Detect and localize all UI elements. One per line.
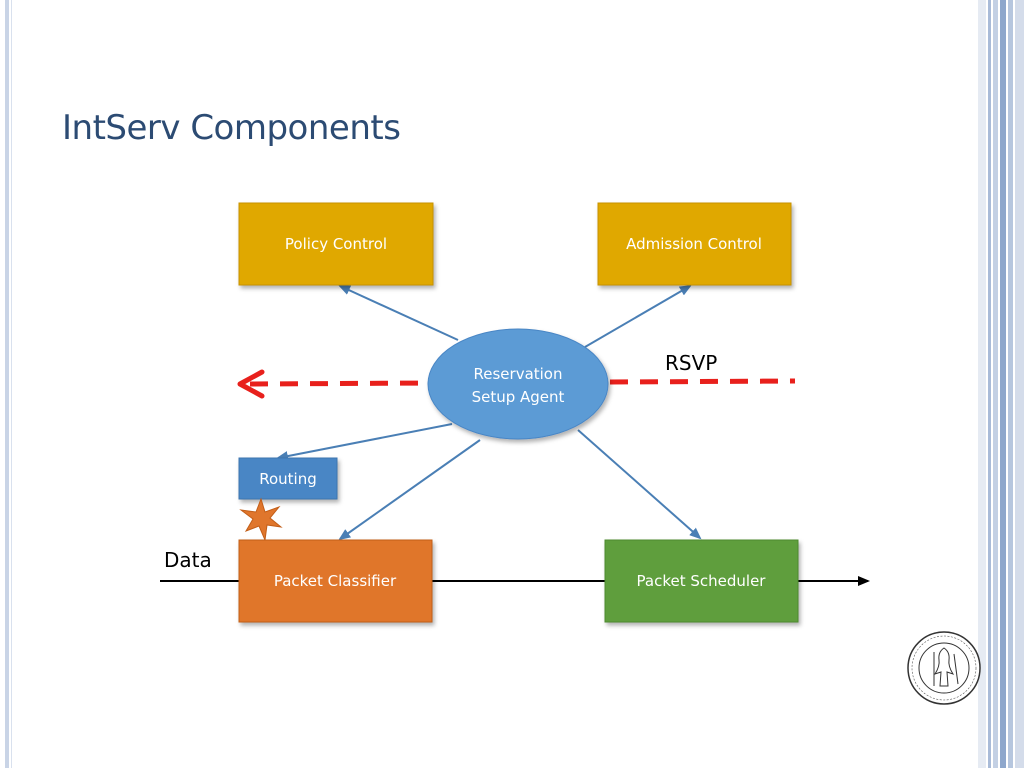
left-border-rule	[5, 0, 9, 768]
right-border-stripe	[1008, 0, 1013, 768]
policy-control-label: Policy Control	[285, 235, 387, 253]
university-of-oslo-seal	[907, 631, 981, 705]
slide-title: IntServ Components	[62, 108, 401, 148]
right-border-stripe	[988, 0, 991, 768]
arrow-to-routing	[276, 423, 453, 461]
packet-scheduler-label: Packet Scheduler	[637, 572, 767, 590]
admission-control-label: Admission Control	[626, 235, 762, 253]
arrow-to-packet-scheduler	[577, 429, 702, 540]
right-border-stripe	[1015, 0, 1024, 768]
star-burst-icon	[239, 497, 283, 542]
right-border-stripe	[993, 0, 998, 768]
reservation-setup-agent-node: Reservation Setup Agent	[427, 328, 609, 440]
packet-scheduler-node: Packet Scheduler	[604, 539, 799, 623]
arrow-to-admission-control	[584, 284, 692, 348]
admission-control-node: Admission Control	[597, 202, 792, 286]
routing-node: Routing	[238, 457, 338, 500]
packet-classifier-node: Packet Classifier	[238, 539, 433, 623]
packet-classifier-label: Packet Classifier	[274, 572, 397, 590]
routing-label: Routing	[259, 470, 317, 488]
arrow-to-packet-classifier	[338, 439, 481, 541]
rsvp-label: RSVP	[665, 351, 717, 375]
right-border-stripe	[1000, 0, 1006, 768]
agent-label-line2: Setup Agent	[472, 388, 565, 406]
right-border-band	[978, 0, 986, 768]
arrow-to-policy-control	[338, 285, 459, 341]
rsvp-arrowhead-icon	[237, 369, 265, 399]
agent-label-line1: Reservation	[474, 365, 563, 383]
policy-control-node: Policy Control	[238, 202, 434, 286]
data-label: Data	[164, 548, 212, 572]
left-border-rule-thin	[11, 0, 12, 768]
